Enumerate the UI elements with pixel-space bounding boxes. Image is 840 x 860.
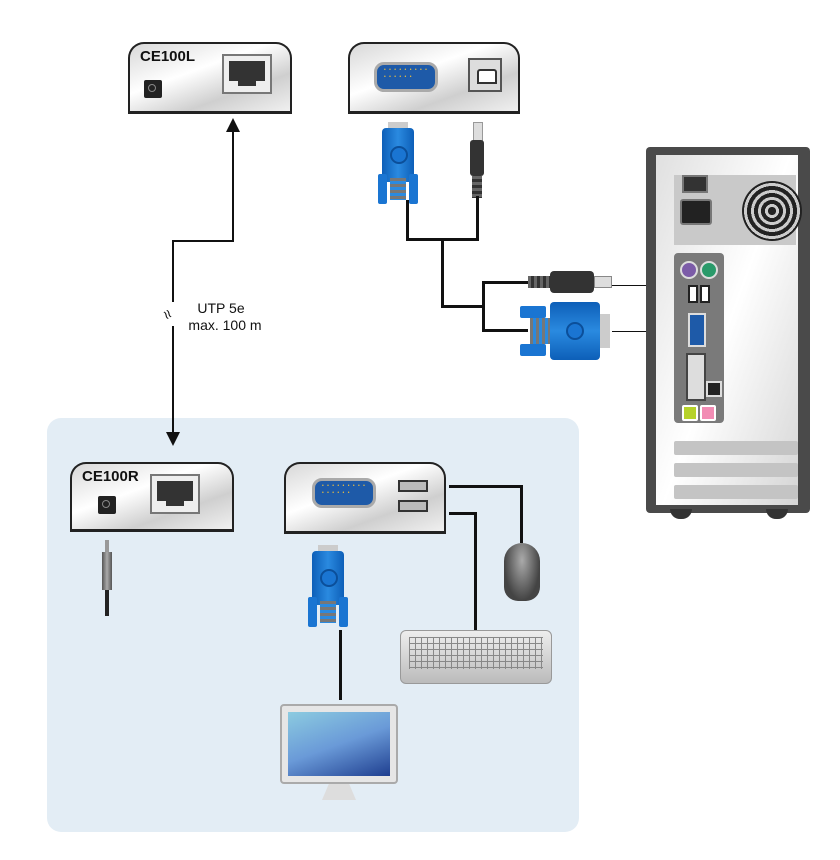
monitor-stand [322,784,356,800]
usb-plug-icon [470,122,484,202]
dvi-port-icon [686,353,706,401]
rj45-port-icon [150,474,200,514]
drive-bay [674,441,798,455]
power-adapter-plug-icon [101,540,113,620]
fan-icon [742,181,802,241]
ce100r-rear-unit [284,462,446,534]
monitor-icon [280,704,398,784]
kvm-cable [482,329,528,332]
arrow-up-icon [226,118,240,132]
monitor-cable [339,630,342,700]
vga-port-icon [688,313,706,347]
power-jack-icon [144,80,162,98]
ps2-keyboard-port-icon [700,261,718,279]
audio-line-out-icon [682,405,698,421]
kvm-cable [482,281,485,331]
ce100l-front-unit: CE100L [128,42,292,114]
utp-cable [172,326,174,434]
vga-plug-icon [378,122,418,214]
kvm-cable [441,305,483,308]
usb-port-icon [700,285,710,303]
io-panel [674,253,724,423]
tower-foot [670,509,692,519]
vga-port-icon [374,62,438,92]
keyboard-cable [449,512,477,515]
cable-break-icon: ≈ [157,306,177,323]
keyboard-icon [400,630,552,684]
arrow-down-icon [166,432,180,446]
vga-plug-icon [308,545,348,637]
tower-foot [766,509,788,519]
kvm-cable [406,200,409,240]
vga-port-icon [312,478,376,508]
rj45-port-icon [222,54,272,94]
mouse-icon [504,543,540,601]
ce100r-label: CE100R [82,468,139,485]
power-socket-icon [680,199,712,225]
cable-type-label: UTP 5e [197,300,245,316]
usb-b-port-icon [468,58,502,92]
vga-plug-icon [520,300,612,362]
audio-mic-icon [700,405,716,421]
kvm-cable [476,196,479,240]
kvm-cable [482,281,528,284]
ce100r-front-unit: CE100R [70,462,234,532]
utp-cable [232,130,234,242]
mouse-cable [449,485,523,488]
utp-cable [172,240,174,302]
usb-plug-icon [528,271,612,293]
utp-cable [172,240,234,242]
usb-a-port-icon [398,500,428,512]
usb-port-icon [688,285,698,303]
usb-a-port-icon [398,480,428,492]
ce100l-rear-unit [348,42,520,114]
computer-tower [646,147,810,519]
power-switch-icon [682,175,708,193]
keyboard-cable [474,512,477,630]
cable-length-label: max. 100 m [188,317,262,333]
power-jack-icon [98,496,116,514]
drive-bay [674,463,798,477]
kvm-cable [441,238,444,308]
drive-bay [674,485,798,499]
mouse-cable [520,485,523,543]
ps2-mouse-port-icon [680,261,698,279]
lan-port-icon [706,381,722,397]
ce100l-label: CE100L [140,48,196,65]
